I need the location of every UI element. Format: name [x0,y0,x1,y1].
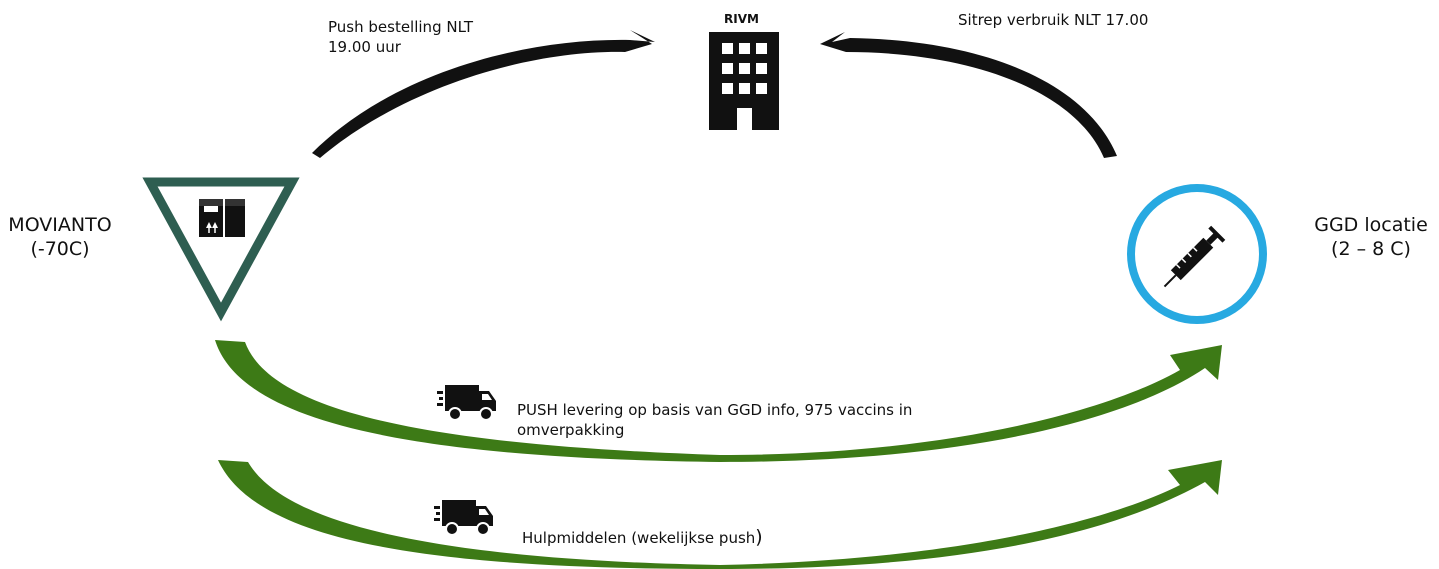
delivery-label-line1: PUSH levering op basis van GGD info, 975… [517,401,913,419]
ggd-name: GGD locatie [1314,214,1428,236]
order-label-line1: Push bestelling NLT [328,18,474,36]
ggd-temp: (2 – 8 C) [1331,238,1411,260]
delivery-truck-icon [437,385,496,421]
movianto-triangle [142,177,300,322]
movianto-temp: (-70C) [30,238,90,260]
delivery-label-line2: omverpakking [517,421,625,439]
sitrep-label: Sitrep verbruik NLT 17.00 [958,11,1149,29]
movianto-label: MOVIANTO (-70C) [2,213,118,261]
supplies-label-text: Hulpmiddelen (wekelijkse push [522,529,756,547]
movianto-name: MOVIANTO [8,214,112,236]
sitrep-arrow [820,32,1117,158]
order-label-line2: 19.00 uur [328,38,401,56]
package-box-icon [199,199,245,237]
rivm-label: RIVM [724,12,759,26]
delivery-truck-icon [434,500,493,536]
supplies-label-close: ) [755,526,763,548]
syringe-icon [1163,225,1226,288]
ggd-label: GGD locatie (2 – 8 C) [1306,213,1436,261]
supplies-arrow [218,460,1222,569]
building-icon [709,32,779,130]
supplies-label: Hulpmiddelen (wekelijkse push) [522,527,763,548]
order-arrow [312,30,655,158]
order-label: Push bestelling NLT 19.00 uur [328,17,473,57]
delivery-label: PUSH levering op basis van GGD info, 975… [517,400,912,440]
